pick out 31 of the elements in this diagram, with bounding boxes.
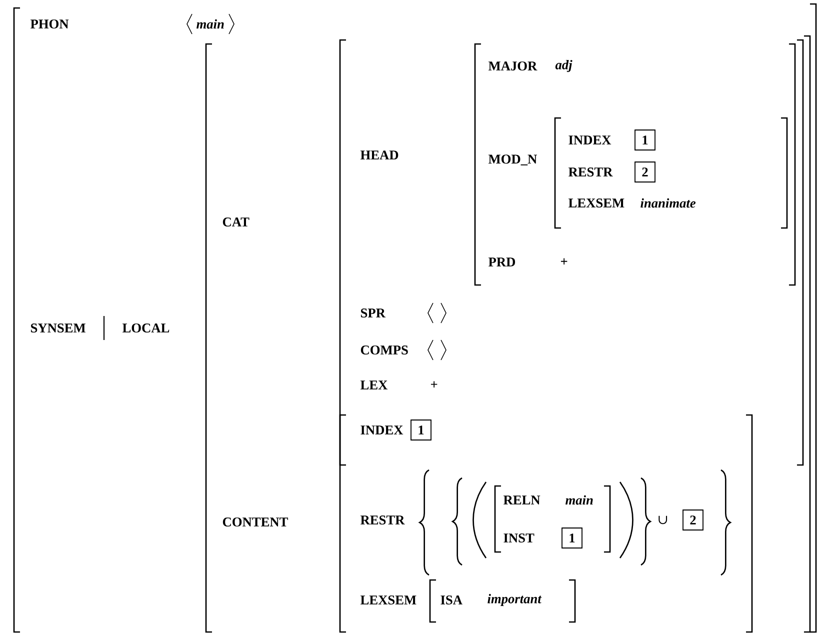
feature-name: PRD (488, 258, 516, 266)
feature-name: MAJOR (488, 62, 538, 70)
tag-box: 1 (634, 130, 656, 150)
feature-name: MOD_N (488, 154, 537, 166)
feature-name: CAT (222, 218, 250, 226)
feature-name: LEXSEM (360, 596, 416, 604)
tag-box: 1 (562, 528, 582, 548)
feature-value: main (566, 495, 593, 505)
feature-name: COMPS (360, 346, 408, 354)
feature-name: RESTR (360, 516, 405, 524)
feature-name: SPR (360, 308, 386, 318)
feature-name: + (560, 258, 568, 264)
feature-name: ISA (440, 596, 462, 604)
feature-name: INDEX (568, 136, 612, 144)
feature-value: important (488, 594, 542, 606)
feature-name: + (430, 381, 438, 388)
tag-box: 1 (410, 420, 432, 440)
feature-name: LOCAL (122, 324, 170, 332)
feature-value: adj (555, 60, 572, 72)
feature-name: HEAD (360, 150, 398, 160)
union-symbol: ∪ (658, 516, 668, 524)
feature-name: CONTENT (222, 518, 288, 526)
feature-value: inanimate (640, 198, 696, 208)
feature-name: SYNSEM (30, 324, 86, 332)
feature-name: PHON (30, 20, 69, 28)
feature-value: main (196, 19, 224, 29)
feature-name: RESTR (568, 168, 613, 176)
tag-box: 2 (634, 162, 656, 182)
tag-box: 2 (682, 510, 704, 530)
feature-name: LEX (360, 380, 388, 390)
feature-name: INST (504, 534, 534, 542)
